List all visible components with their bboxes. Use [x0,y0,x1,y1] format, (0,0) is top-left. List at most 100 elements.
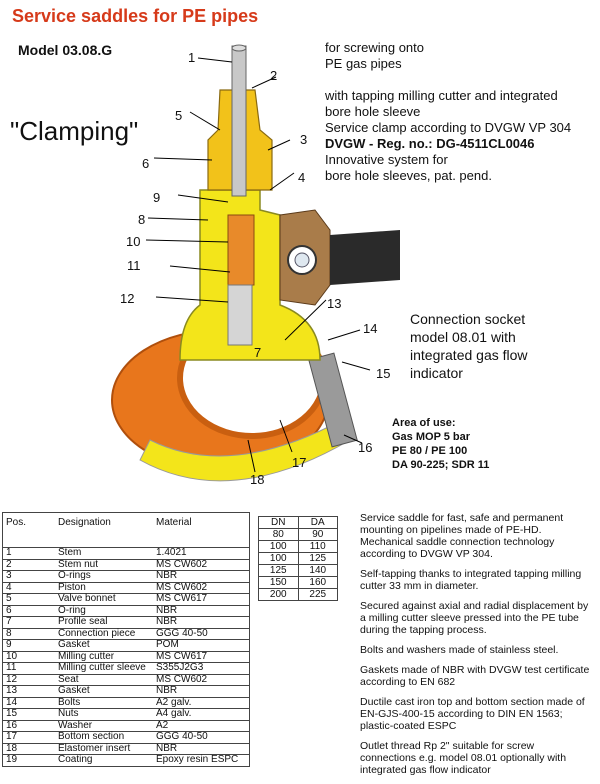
table-cell: A4 galv. [153,708,250,721]
drawing-label-12: 12 [120,291,135,306]
table-cell: S355J2G3 [153,662,250,675]
table-cell: Stem [55,547,153,560]
table-cell: 19 [2,754,55,767]
drawing-label-15: 15 [376,366,391,381]
table-cell: Gasket [55,639,153,652]
description-line: for screwing onto [325,40,424,55]
parts-column-header: Pos. [2,512,55,548]
table-cell: Coating [55,754,153,767]
description-line: PE gas pipes [325,56,402,71]
table-cell: NBR [153,685,250,698]
table-cell: 14 [2,697,55,709]
area-of-use-line: DA 90-225; SDR 11 [392,459,490,471]
outlet-pipe [330,230,400,285]
table-cell: 2 [2,559,55,571]
note-paragraph: Secured against axial and radial displac… [360,600,589,636]
table-cell: GGG 40-50 [153,731,250,744]
drawing-label-10: 10 [126,234,141,249]
drawing-label-1: 1 [188,50,196,65]
drawing-label-4: 4 [298,170,306,185]
area-of-use-line: Gas MOP 5 bar [392,431,471,443]
table-cell: 18 [2,743,55,755]
description-line: bore hole sleeve [325,104,421,119]
table-cell: Profile seal [55,616,153,629]
table-cell: 8 [2,628,55,640]
table-cell: Milling cutter sleeve [55,662,153,675]
table-cell: 125 [297,552,338,565]
milling-cutter [227,214,255,286]
table-cell: Bolts [55,697,153,709]
description-line: bore hole sleeves, pat. pend. [325,168,492,183]
table-cell: MS CW617 [153,593,250,606]
drawing-label-2: 2 [270,68,278,83]
table-cell: A2 galv. [153,697,250,709]
area-of-use-line: PE 80 / PE 100 [392,445,468,457]
cutter-sleeve [227,284,253,346]
table-cell: 100 [258,552,299,565]
table-cell: MS CW602 [153,559,250,571]
description-line: Service clamp according to DVGW VP 304 [325,120,572,135]
table-cell: Gasket [55,685,153,698]
note-paragraph: Gaskets made of NBR with DVGW test certi… [360,664,590,688]
variant-label: "Clamping" [10,116,139,146]
clamp-bolt [308,352,358,448]
table-cell: Bottom section [55,731,153,744]
product-notes: Service saddle for fast, safe and perman… [360,512,592,784]
dn-da-column-header: DA [297,516,338,529]
table-cell: 16 [2,720,55,732]
table-cell: O-ring [55,605,153,617]
description-line: DVGW - Reg. no.: DG-4511CL0046 [325,136,535,151]
parts-column-header: Material [153,512,250,548]
drawing-label-14: 14 [363,321,378,336]
table-cell: 7 [2,616,55,629]
table-cell: 15 [2,708,55,721]
saddle-cross-section-drawing [111,44,400,482]
table-cell: 17 [2,731,55,744]
drawing-label-18: 18 [250,472,265,487]
table-cell: 5 [2,593,55,606]
callout-lines [145,57,371,473]
table-cell: 12 [2,674,55,686]
table-cell: Nuts [55,708,153,721]
table-cell: Washer [55,720,153,732]
drawing-label-17: 17 [292,455,307,470]
table-cell: 140 [297,564,338,577]
table-cell: 13 [2,685,55,698]
table-cell: A2 [153,720,250,732]
table-cell: 1.4021 [153,547,250,560]
table-cell: Epoxy resin ESPC [153,754,250,767]
table-cell: Connection piece [55,628,153,640]
table-cell: 200 [258,588,299,601]
table-cell: 160 [297,576,338,589]
table-cell: POM [153,639,250,652]
dn-da-column-header: DN [258,516,299,529]
note-paragraph: Bolts and washers made of stainless stee… [360,644,559,656]
description-line: with tapping milling cutter and integrat… [325,88,558,103]
table-cell: 110 [297,540,338,553]
table-cell: Stem nut [55,559,153,571]
page-title: Service saddles for PE pipes [12,6,259,26]
socket-callout-line: Connection socket [410,311,526,327]
table-cell: 9 [2,639,55,652]
